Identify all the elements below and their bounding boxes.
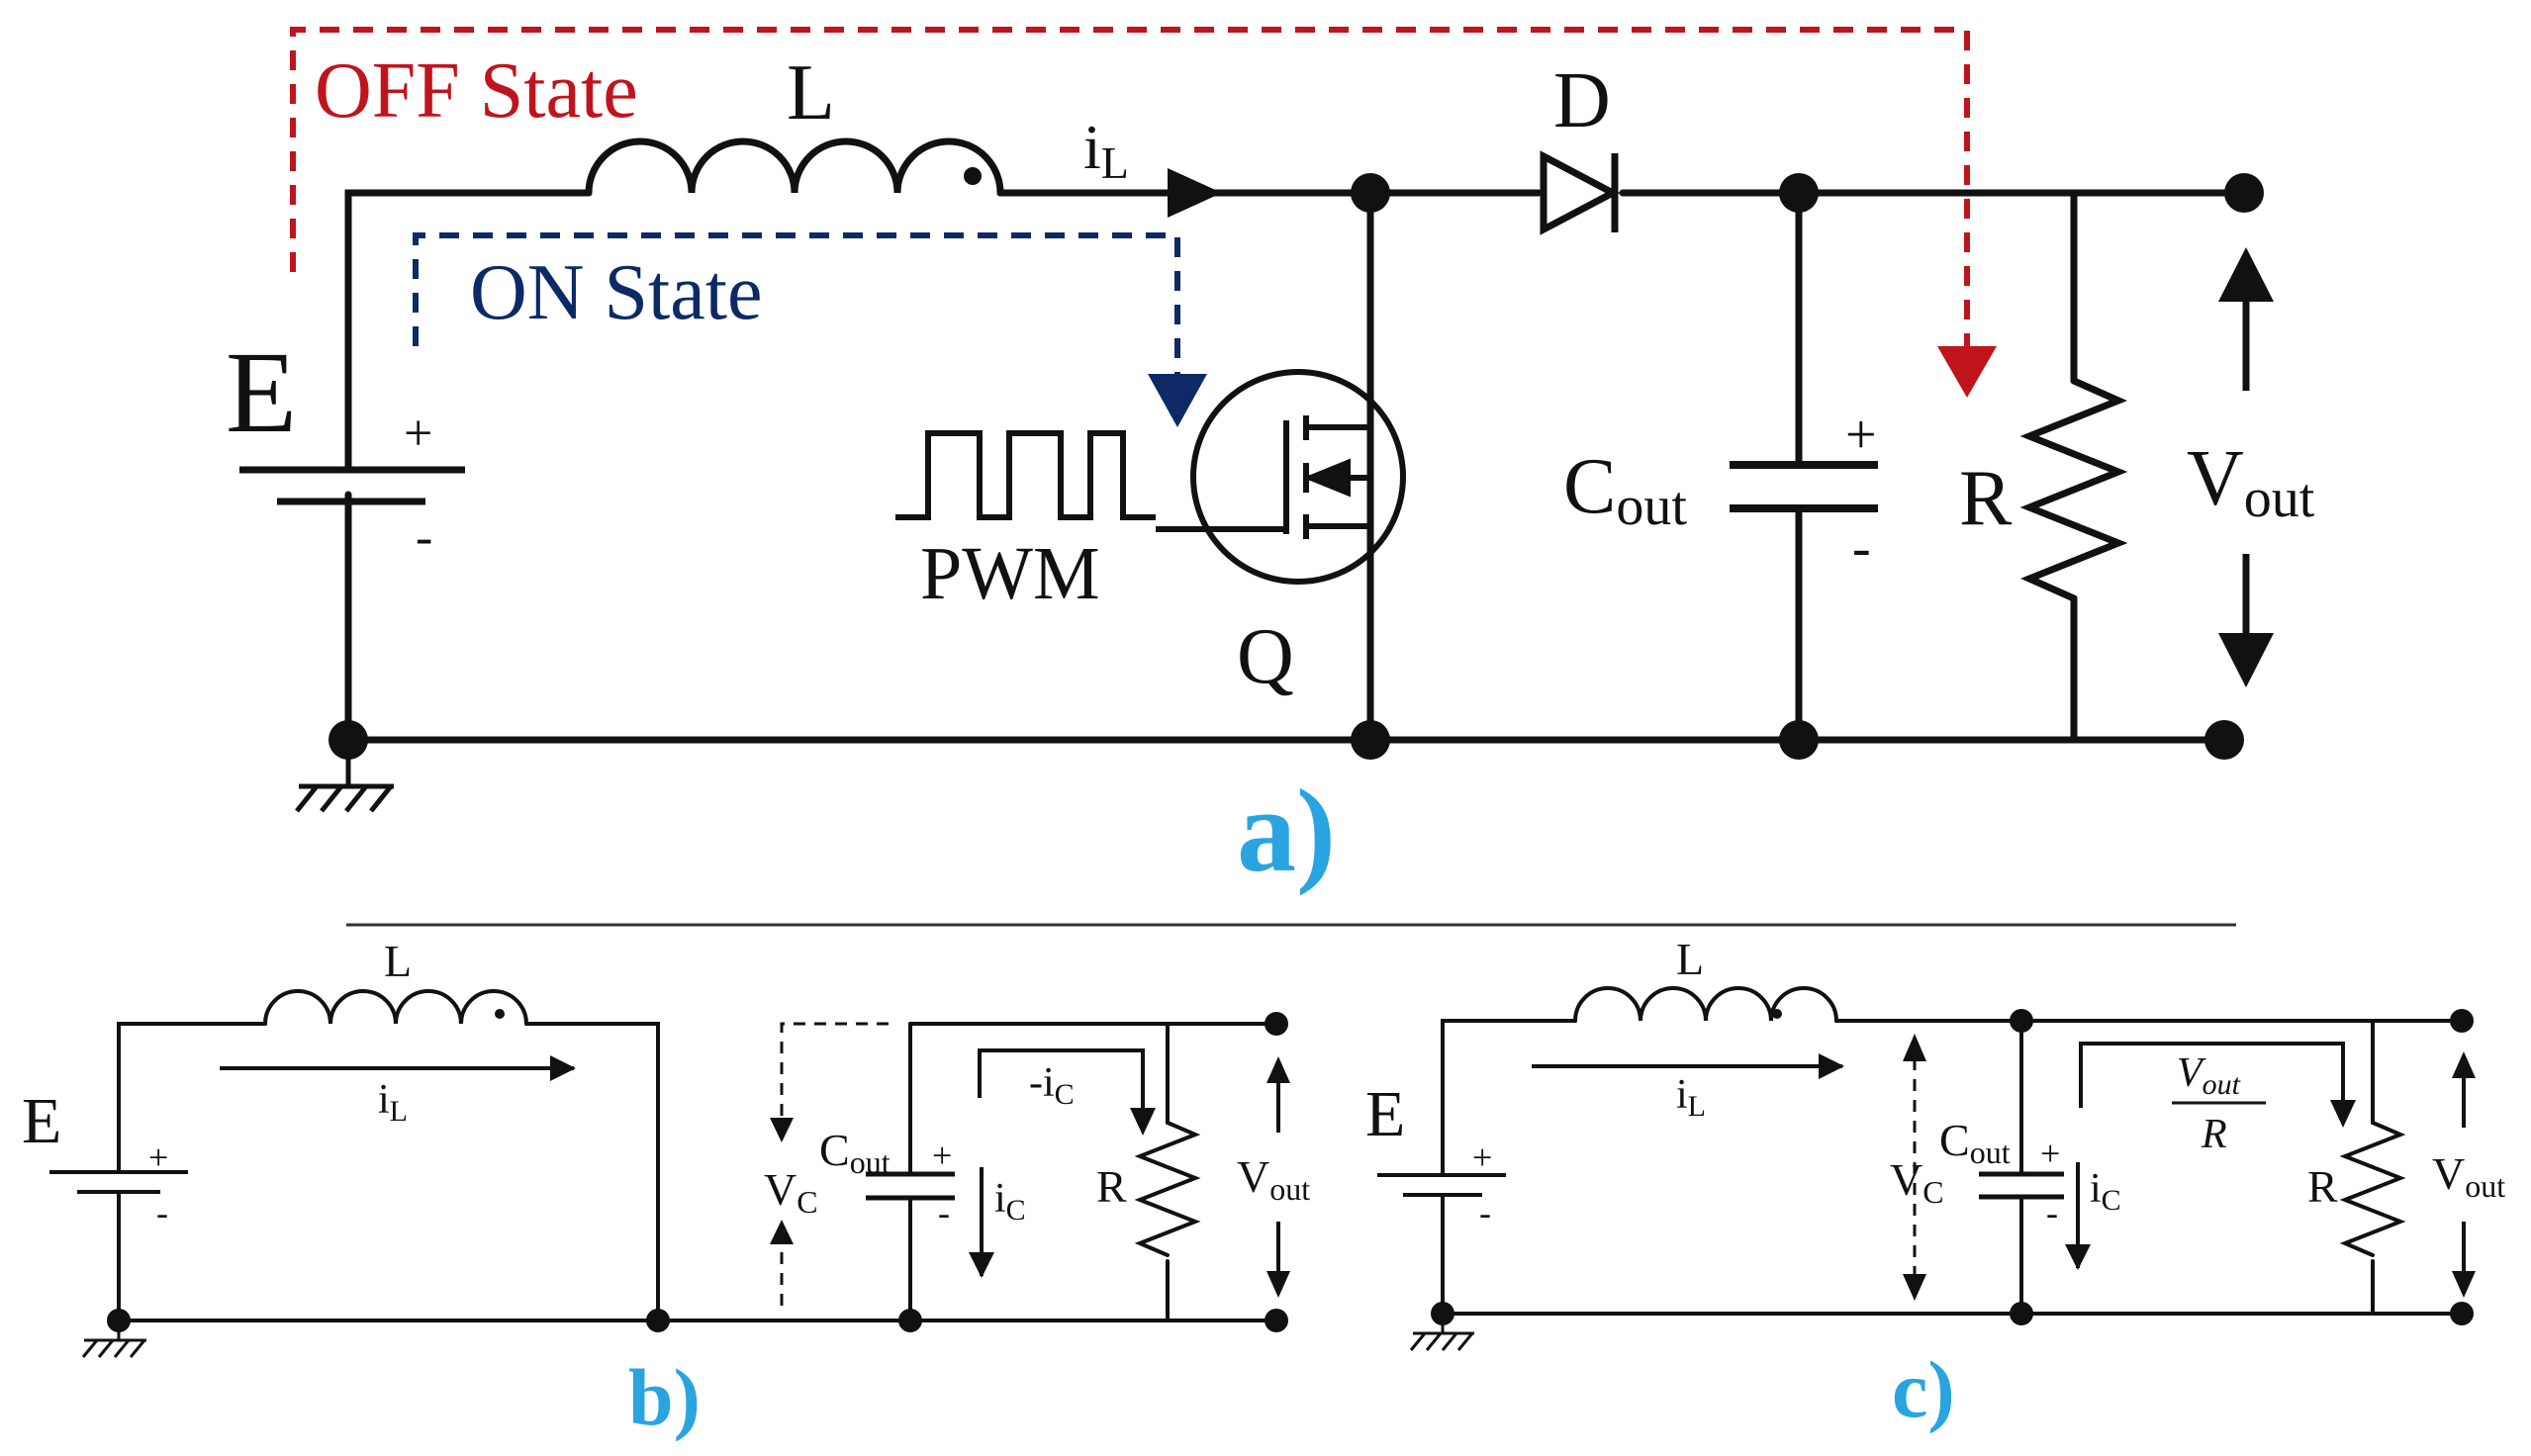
load-current-num-c: Vout bbox=[2177, 1050, 2241, 1101]
vout-arrows-a bbox=[2218, 247, 2274, 687]
cap-label-b: Cout bbox=[819, 1125, 891, 1180]
resistor-a bbox=[2019, 377, 2128, 602]
battery-c bbox=[1377, 1162, 1506, 1197]
cap-minus-b: - bbox=[938, 1193, 950, 1232]
source-label-c: E bbox=[1365, 1078, 1405, 1150]
resistor-label-b: R bbox=[1096, 1161, 1127, 1212]
vout-arrows-c bbox=[2452, 1051, 2476, 1298]
inductor-label-a: L bbox=[787, 49, 835, 136]
resistor-label-c: R bbox=[2307, 1161, 2338, 1212]
capacitor-c bbox=[1979, 1171, 2064, 1200]
battery-b bbox=[49, 1157, 188, 1194]
diode-label: D bbox=[1553, 57, 1611, 144]
nodes-c bbox=[1431, 1009, 2474, 1325]
capacitor-a bbox=[1730, 461, 1878, 512]
vc-path-b bbox=[780, 1022, 889, 1123]
neg-ic-path-b bbox=[978, 1048, 1145, 1113]
caption-b: b) bbox=[628, 1352, 701, 1442]
battery-a bbox=[239, 435, 465, 514]
current-arrow-icon bbox=[1168, 168, 1222, 218]
pwm-label: PWM bbox=[920, 532, 1100, 615]
inductor-c bbox=[1573, 986, 1838, 1023]
vc-arrow-down-c bbox=[1903, 1274, 1926, 1301]
source-minus-a: - bbox=[416, 509, 432, 566]
cap-minus-c: - bbox=[2046, 1193, 2058, 1232]
source-plus-c: + bbox=[1472, 1138, 1492, 1177]
current-label-b: iL bbox=[378, 1077, 408, 1128]
inductor-label-b: L bbox=[384, 936, 412, 986]
panel-a bbox=[344, 137, 2248, 744]
vout-label-c: Vout bbox=[2432, 1148, 2505, 1204]
vout-label-a: Vout bbox=[2187, 435, 2315, 529]
cap-label-a: Cout bbox=[1563, 443, 1687, 537]
source-plus-b: + bbox=[148, 1138, 168, 1177]
panel-b bbox=[117, 989, 1278, 1322]
vout-arrows-b bbox=[1266, 1056, 1290, 1298]
source-label-a: E bbox=[226, 327, 297, 457]
caption-a: a) bbox=[1237, 765, 1336, 896]
source-minus-b: - bbox=[156, 1193, 168, 1232]
vc-arrow-down-b bbox=[770, 1118, 794, 1142]
load-current-arrow-c bbox=[2330, 1100, 2356, 1128]
current-label-a: iL bbox=[1083, 112, 1129, 188]
inductor-b bbox=[263, 989, 528, 1026]
inductor-a bbox=[585, 137, 1004, 197]
on-state-arrow-icon bbox=[1148, 374, 1207, 427]
cap-plus-c: + bbox=[2040, 1134, 2060, 1173]
resistor-b bbox=[1134, 1121, 1201, 1257]
resistor-label-a: R bbox=[1959, 455, 2013, 542]
inductor-label-c: L bbox=[1676, 934, 1704, 984]
vc-arrow-up-c bbox=[1903, 1034, 1926, 1061]
vout-label-b: Vout bbox=[1237, 1151, 1310, 1207]
nodes-b bbox=[107, 1009, 1288, 1332]
cap-label-c: Cout bbox=[1939, 1115, 2011, 1170]
source-plus-a: + bbox=[404, 406, 432, 462]
ic-label-c: iC bbox=[2090, 1166, 2121, 1217]
load-current-den-c: R bbox=[2201, 1112, 2227, 1157]
mosfet-q bbox=[1156, 369, 1406, 585]
capacitor-b bbox=[866, 1171, 955, 1201]
source-label-b: E bbox=[22, 1085, 61, 1157]
nodes-a bbox=[328, 167, 2264, 760]
off-state-label: OFF State bbox=[315, 47, 638, 135]
on-state-label: ON State bbox=[470, 249, 763, 336]
cap-plus-a: + bbox=[1845, 405, 1877, 466]
neg-ic-arrow-b bbox=[1130, 1108, 1156, 1136]
switch-label: Q bbox=[1237, 613, 1294, 700]
pwm-waveform bbox=[895, 430, 1156, 520]
off-state-arrow-icon bbox=[1937, 346, 1997, 398]
cap-minus-a: - bbox=[1852, 517, 1871, 579]
load-current-path-c bbox=[2079, 1042, 2345, 1108]
on-state-path bbox=[413, 232, 1180, 376]
ic-label-b: iC bbox=[994, 1176, 1026, 1227]
diode-a bbox=[1540, 150, 1621, 235]
vc-label-c: VC bbox=[1890, 1154, 1944, 1210]
cap-plus-b: + bbox=[932, 1136, 952, 1175]
vc-label-b: VC bbox=[764, 1164, 818, 1220]
caption-c: c) bbox=[1892, 1344, 1955, 1434]
vc-arrow-up-b bbox=[770, 1220, 794, 1244]
ground-icon bbox=[295, 740, 394, 813]
current-label-c: iL bbox=[1676, 1072, 1706, 1123]
neg-ic-label-b: -iC bbox=[1029, 1060, 1075, 1111]
off-state-path bbox=[290, 27, 1970, 351]
source-minus-c: - bbox=[1479, 1193, 1491, 1232]
resistor-c bbox=[2339, 1121, 2406, 1257]
